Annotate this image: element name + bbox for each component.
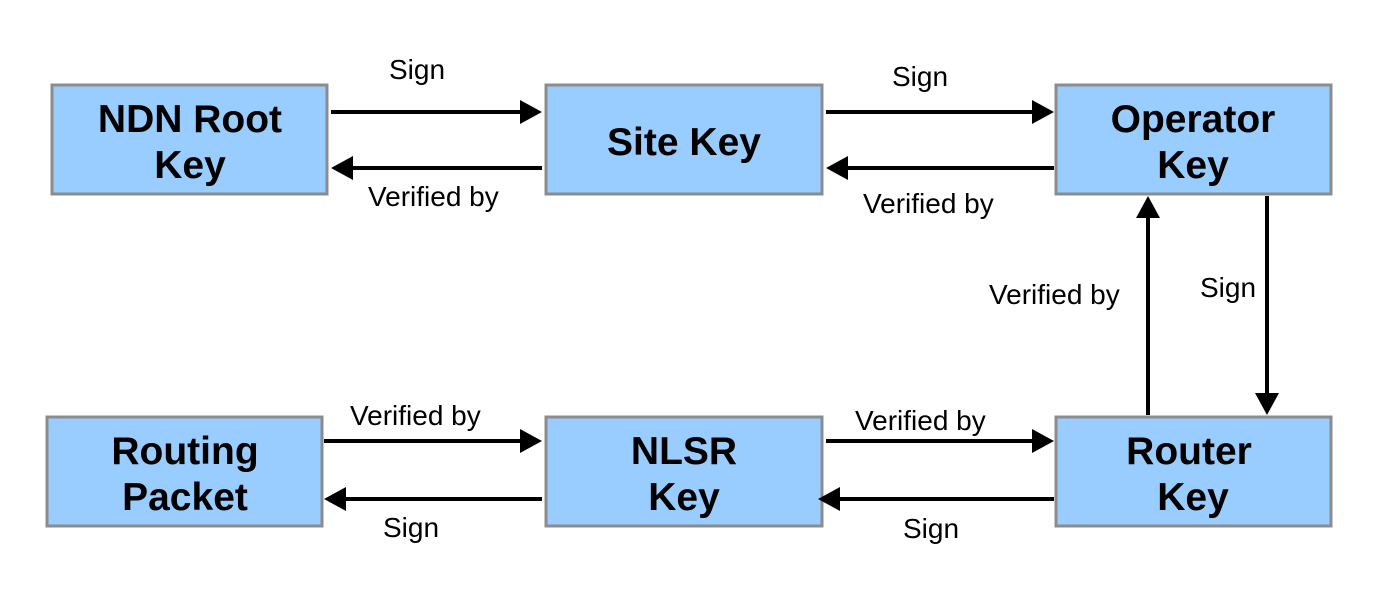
- node-label-line2: Key: [1157, 144, 1229, 187]
- edge-root-to-site: Sign: [331, 54, 542, 124]
- edge-router-to-operator: Verified by: [989, 196, 1160, 415]
- node-box: [544, 83, 824, 196]
- arrow-head: [331, 156, 353, 180]
- node-label-line1: Site Key: [607, 121, 761, 164]
- node-router-key: Router Key: [1054, 415, 1333, 528]
- edge-label: Verified by: [855, 405, 986, 436]
- node-label-line2: Key: [648, 476, 720, 519]
- edge-operator-to-site: Verified by: [826, 156, 1054, 219]
- edge-routing-to-nlsr: Verified by: [324, 400, 542, 453]
- node-box: [45, 415, 324, 528]
- arrow-head: [1255, 393, 1279, 415]
- node-label-line2: Packet: [122, 476, 248, 519]
- node-label-line1: Operator: [1111, 98, 1276, 141]
- edge-label: Sign: [1200, 272, 1256, 303]
- edge-label: Verified by: [863, 188, 994, 219]
- edge-operator-to-router: Sign: [1200, 196, 1279, 415]
- node-routing-packet: Routing Packet: [45, 415, 324, 528]
- arrow-head: [1032, 429, 1054, 453]
- edge-label: Verified by: [989, 279, 1120, 310]
- edge-label: Verified by: [368, 181, 499, 212]
- edge-label: Sign: [903, 513, 959, 544]
- edge-label: Sign: [389, 54, 445, 85]
- node-nlsr-key: NLSR Key: [544, 415, 824, 528]
- node-ndn-root-key: NDN Root Key: [50, 83, 329, 196]
- node-label-line2: Key: [1157, 476, 1229, 519]
- node-box: [1054, 83, 1333, 196]
- node-label-line1: Routing: [111, 430, 258, 473]
- arrow-head: [1032, 100, 1054, 124]
- edge-nlsr-to-routing: Sign: [324, 487, 542, 543]
- arrow-head: [520, 100, 542, 124]
- node-box: [1054, 415, 1333, 528]
- arrow-head: [826, 156, 848, 180]
- edge-router-to-nlsr: Sign: [818, 487, 1054, 544]
- arrow-head: [520, 429, 542, 453]
- node-label-line2: Key: [154, 144, 226, 187]
- node-operator-key: Operator Key: [1054, 83, 1333, 196]
- node-box: [50, 83, 329, 196]
- edge-label: Verified by: [350, 400, 481, 431]
- edge-site-to-operator: Sign: [826, 61, 1054, 124]
- edge-nlsr-to-router: Verified by: [826, 405, 1054, 453]
- node-label-line1: NLSR: [631, 430, 737, 473]
- arrow-head: [1136, 196, 1160, 218]
- node-site-key: Site Key: [544, 83, 824, 196]
- node-box: [544, 415, 824, 528]
- edge-label: Sign: [383, 512, 439, 543]
- edge-site-to-root: Verified by: [331, 156, 542, 212]
- arrow-head: [324, 487, 346, 511]
- edge-label: Sign: [892, 61, 948, 92]
- node-label-line1: NDN Root: [98, 98, 282, 141]
- arrow-head: [818, 487, 840, 511]
- node-label-line1: Router: [1126, 430, 1252, 473]
